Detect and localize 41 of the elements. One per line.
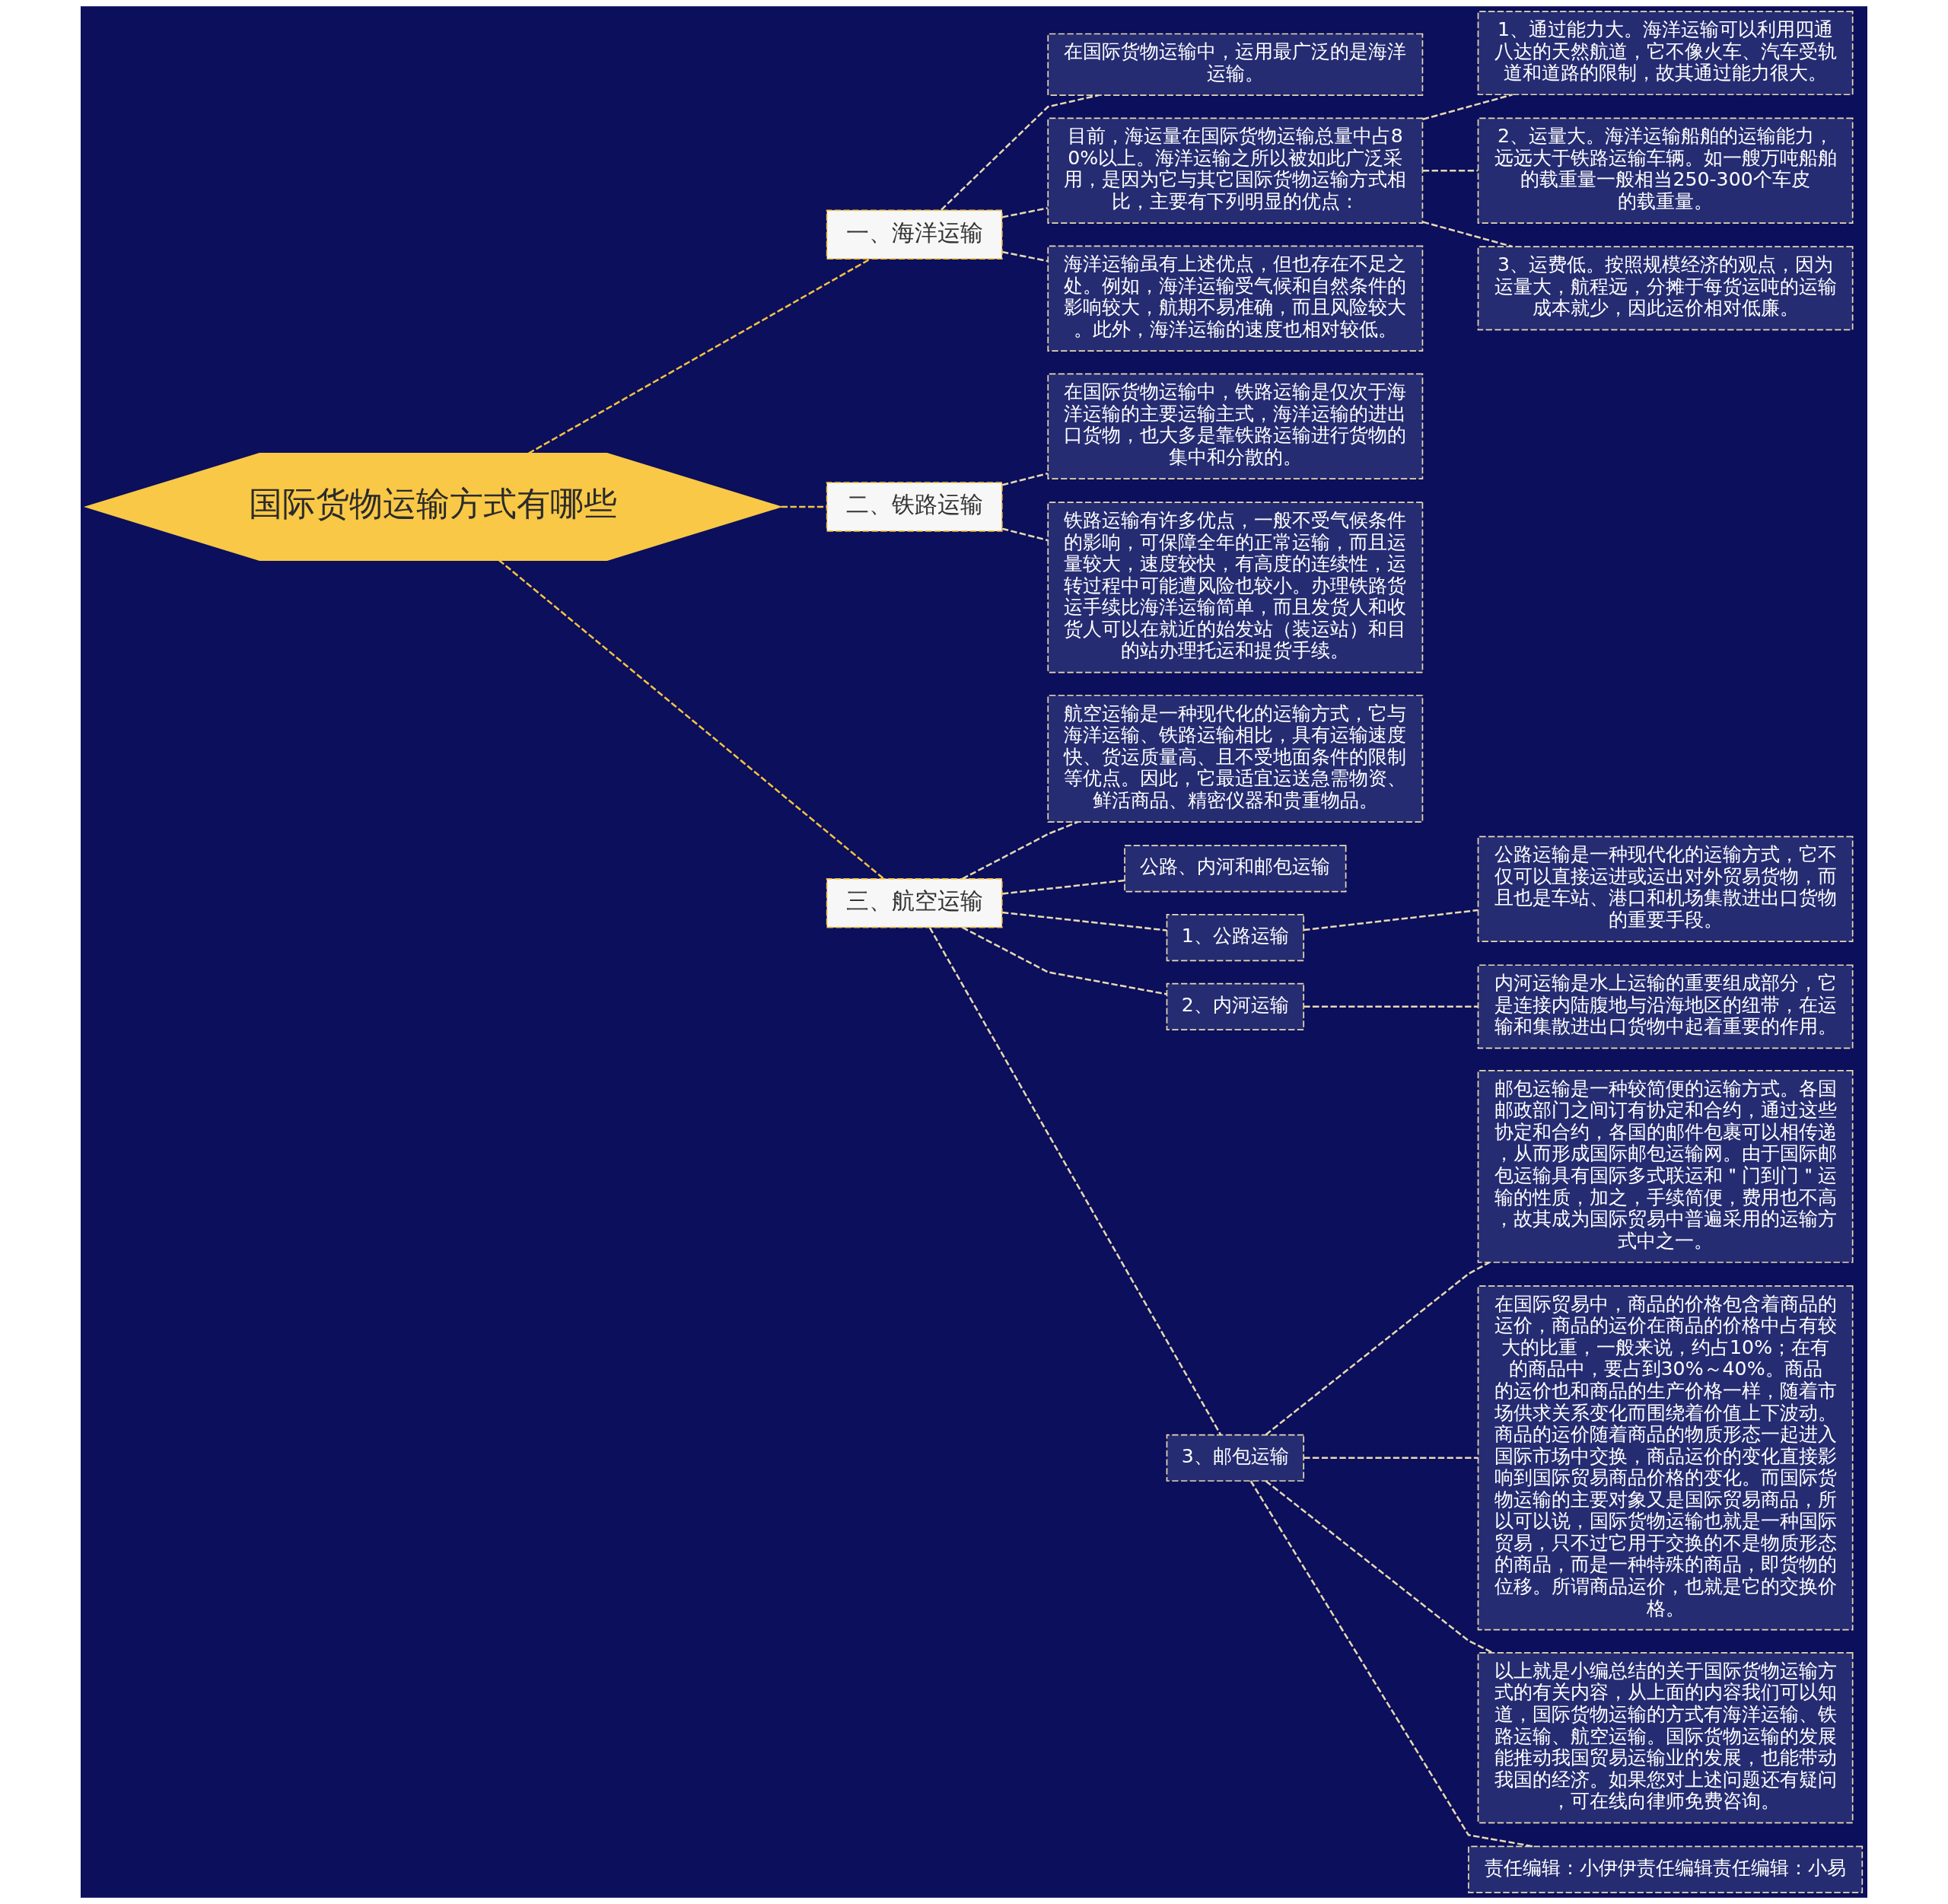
connector [1001, 207, 1049, 218]
node-box: 航空运输是一种现代化的运输方式，它与海洋运输、铁路运输相比，具有运输速度快、货运质量高、且不受地面条件的限制等优点。因此，它最适宜运送急需物资、鲜活商品、精密仪器和贵重物品。 [1047, 694, 1424, 823]
node-box: 邮包运输是一种较简便的运输方式。各国邮政部门之间订有协定和合约，通过这些协定和合约，各国的邮件包裹可以相传递，从而形成国际邮包运输网。由于国际邮包运输具有国际多式联运和＂门到门＂运输的性质，加之，手续简便，费用也不高，故其成为国际贸易中普遍采用的运输方式中之一。 [1477, 1069, 1854, 1263]
node-box: 海洋运输虽有上述优点，但也存在不足之处。例如，海洋运输受气候和自然条件的影响较大，航期不易准确，而且风险较大。此外，海洋运输的速度也相对较低。 [1047, 245, 1424, 352]
connector [962, 926, 1167, 995]
connector [962, 820, 1078, 880]
node-box: 内河运输是水上运输的重要组成部分，它是连接内陆腹地与沿海地区的纽带，在运输和集散进出口货物中起着重要的作用。 [1477, 964, 1854, 1049]
connector [1303, 1457, 1478, 1460]
node-box: 一、海洋运输 [826, 209, 1003, 259]
connector [1303, 1005, 1478, 1008]
node-box: 1、公路运输 [1166, 914, 1305, 962]
connector [1002, 911, 1167, 931]
node-box: 二、铁路运输 [826, 482, 1003, 532]
node-box: 1、通过能力大。海洋运输可以利用四通八达的天然航道，它不像火车、汽车受轨道和道路的限制，故其通过能力很大。 [1477, 11, 1854, 96]
connector [498, 559, 884, 880]
node-box: 以上就是小编总结的关于国际货物运输方式的有关内容，从上面的内容我们可以知道，国际货物运输的方式有海洋运输、铁路运输、航空运输。国际货物运输的发展能推动我国贸易运输业的发展，也能带动我国的经济。如果您对上述问题还有疑问，可在线向律师免费咨询。 [1477, 1652, 1854, 1824]
connector [1422, 169, 1479, 172]
node-box: 目前，海运量在国际货物运输总量中占80%以上。海洋运输之所以被如此广泛采用，是因为它与其它国际货物运输方式相比，主要有下列明显的优点： [1047, 117, 1424, 224]
connector [1265, 1261, 1490, 1436]
connector [1265, 1480, 1494, 1654]
connector [1249, 1480, 1534, 1848]
connector [1001, 472, 1049, 486]
node-box: 责任编辑：小伊伊责任编辑责任编辑：小易 [1468, 1845, 1864, 1893]
node-box: 在国际货物运输中，运用最广泛的是海洋运输。 [1047, 33, 1424, 96]
connector [1001, 250, 1049, 263]
connector [1303, 909, 1479, 931]
node-box: 在国际贸易中，商品的价格包含着商品的运价，商品的运价在商品的价格中占有较大的比重，一般来说，约占10%；在有的商品中，要占到30%～40%。商品的运价也和商品的生产价格一样，随着市场供求关系变化而围绕着价值上下波动。商品的运价随着商品的物质形态一起进入国际市场中交换，商品运价的变化直接影响到国际贸易商品价格的变化。而国际货物运输的主要对象又是国际贸易商品，所以可以说，国际货物运输也就是一种国际贸易，只不过它用于交换的不是物质形态的商品，而是一种特殊的商品，即货物的位移。所谓商品运价，也就是它的交换价格。 [1477, 1285, 1854, 1631]
connector [928, 927, 1222, 1436]
connector [1001, 527, 1049, 542]
node-box: 公路、内河和邮包运输 [1124, 845, 1347, 893]
node-box: 在国际货物运输中，铁路运输是仅次于海洋运输的主要运输主式，海洋运输的进出口货物，也大多是靠铁路运输进行货物的集中和分散的。 [1047, 373, 1424, 479]
connector [781, 505, 827, 508]
node-box: 三、航空运输 [826, 878, 1003, 928]
node-box: 2、运量大。海洋运输船舶的运输能力，远远大于铁路运输车辆。如一艘万吨船舶的载重量一般相当250-300个车皮的载重量。 [1477, 117, 1854, 224]
node-box: 公路运输是一种现代化的运输方式，它不仅可以直接运进或运出对外贸易货物，而且也是车站、港口和机场集散进出口货物的重要手段。 [1477, 836, 1854, 942]
node-box: 铁路运输有许多优点，一般不受气候条件的影响，可保障全年的正常运输，而且运量较大，速度较快，有高度的连续性，运转过程中可能遭风险也较小。办理铁路货运手续比海洋运输简单，而且发货人和收货人可以在就近的始发站（装运站）和目的站办理托运和提货手续。 [1047, 501, 1424, 673]
node-box: 2、内河运输 [1166, 982, 1305, 1030]
node-box: 3、运费低。按照规模经济的观点，因为运量大，航程远，分摊于每货运吨的运输成本就少，因此运价相对低廉。 [1477, 246, 1854, 331]
connector [1002, 879, 1125, 895]
node-box: 3、邮包运输 [1166, 1434, 1305, 1482]
connector [528, 258, 871, 454]
